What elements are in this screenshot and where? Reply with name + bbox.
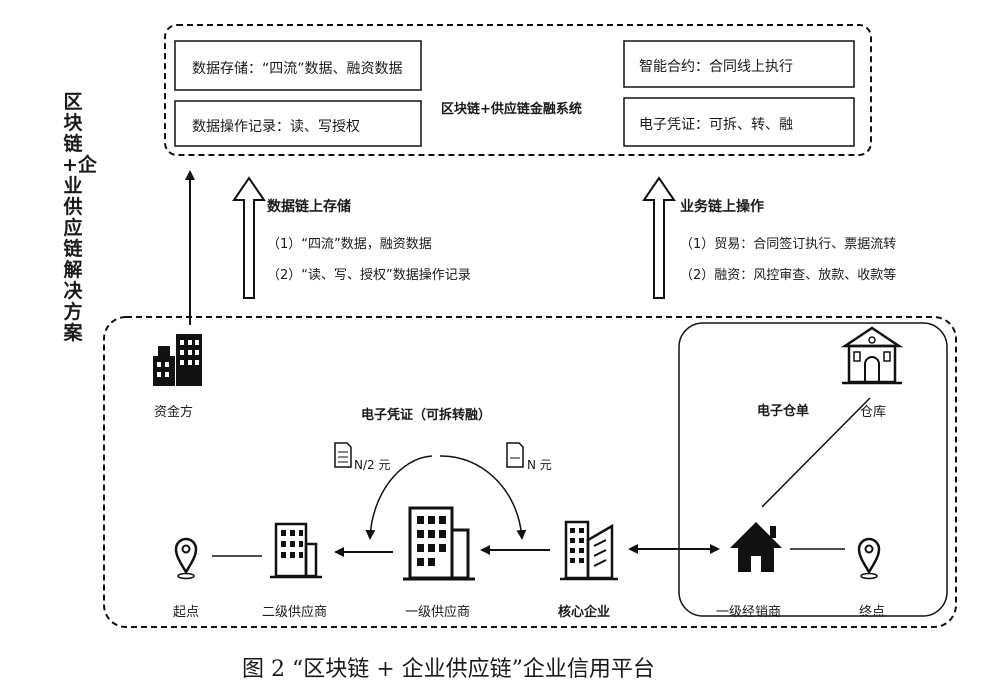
business-operation-title: 业务链上操作 [680, 199, 764, 215]
tier1-supplier-label: 一级供应商 [405, 605, 471, 620]
core-enterprise-label: 核心企业 [558, 605, 611, 620]
system-title: 区块链+供应链金融系统 [441, 102, 582, 117]
location-pin-icon [174, 537, 198, 580]
warehouse-distributor-line [761, 397, 871, 508]
smart-contract-text: 智能合约：合同线上执行 [639, 59, 793, 75]
supply-chain-frame [103, 316, 957, 628]
document-icon [506, 442, 524, 468]
system-frame [164, 24, 872, 156]
warehouse-label: 仓库 [860, 405, 887, 420]
e-voucher-label: 电子凭证（可拆转融） [361, 408, 492, 423]
document-icon [334, 442, 352, 468]
voucher-curve-right [439, 455, 527, 540]
business-operation-item-2: （2）融资：风控审查、放款、收款等 [680, 268, 897, 283]
location-pin-icon [857, 537, 881, 580]
storage-text: 数据存储：“四流”数据、融资数据 [192, 61, 403, 77]
data-storage-title: 数据链上存储 [267, 199, 351, 215]
e-voucher-text: 电子凭证：可拆、转、融 [639, 117, 793, 133]
building-icon [153, 334, 202, 386]
tier1-distributor-label: 一级经销商 [716, 605, 782, 620]
operation-log-box [174, 100, 422, 147]
tier2-supplier-label: 二级供应商 [262, 605, 328, 620]
business-operation-arrow [642, 176, 676, 299]
data-storage-arrow [232, 176, 266, 299]
data-storage-item-2: （2）“读、写、授权”数据操作记录 [267, 268, 471, 283]
e-warehouse-receipt-label: 电子仓单 [757, 404, 810, 419]
data-storage-item-1: （1）“四流”数据，融资数据 [267, 237, 432, 252]
e-voucher-box [623, 97, 855, 147]
voucher-curve-left [365, 455, 433, 540]
figure-caption: 图 2 “区块链 + 企业供应链”企业信用平台 [242, 657, 655, 682]
funder-label: 资金方 [154, 405, 194, 420]
doc-half-label: N/2 元 [354, 458, 391, 472]
distribution-frame [678, 322, 948, 617]
start-label: 起点 [173, 605, 200, 620]
operation-log-text: 数据操作记录：读、写授权 [192, 119, 360, 135]
end-label: 终点 [859, 605, 886, 620]
warehouse-icon [840, 326, 904, 385]
factory-icon [560, 520, 618, 581]
office-building-icon [403, 506, 475, 581]
side-title: 区块链+企业供应链解决方案 [62, 91, 97, 344]
storage-box [174, 40, 422, 91]
business-operation-item-1: （1）贸易：合同签订执行、票据流转 [680, 237, 897, 252]
house-icon [730, 522, 782, 572]
smart-contract-box [623, 40, 855, 88]
doc-full-label: N 元 [527, 458, 552, 472]
office-building-icon [270, 522, 322, 579]
